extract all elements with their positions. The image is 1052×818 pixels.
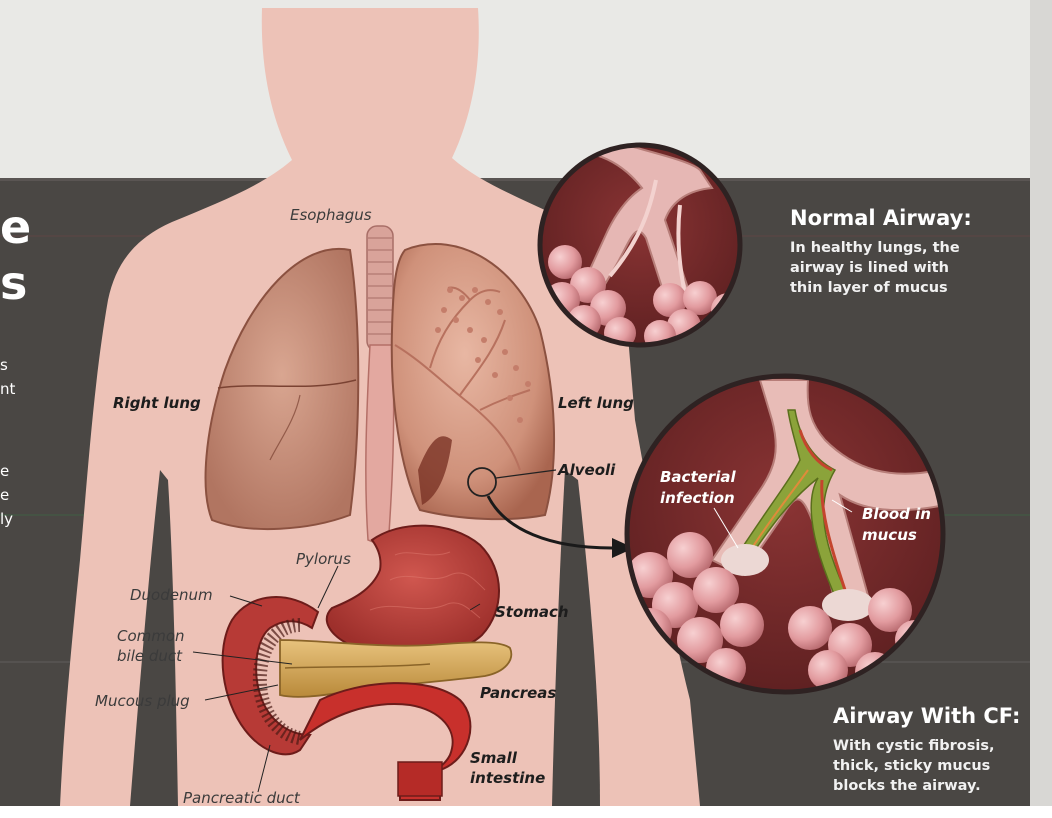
label-small-intestine-line-2: intestine [470,769,545,787]
cropped-body-line-1: s [0,356,8,374]
cropped-heading-line-2: s [0,256,27,310]
label-common-bile-duct-line-1: Common [117,627,185,645]
cropped-body-line-5: ly [0,510,13,528]
label-pancreatic-duct: Pancreatic duct [183,789,300,807]
label-bacterial-infection-line-1: Bacterial [660,468,736,486]
normal-airway-line: airway is lined with [790,258,960,278]
label-small-intestine-line-1: Small [470,749,517,767]
cf-airway-line: thick, sticky mucus [833,756,994,776]
cf-airway-line: blocks the airway. [833,776,994,796]
cf-airway-title: Airway With CF: [833,704,1020,728]
cropped-heading-line-1: e [0,200,31,254]
label-pancreas: Pancreas [480,684,556,702]
label-blood-in-mucus-line-1: Blood in [862,505,931,523]
label-left-lung: Left lung [558,394,634,412]
cropped-body-line-4: e [0,486,9,504]
label-pylorus: Pylorus [296,550,351,568]
normal-airway-description: In healthy lungs, the airway is lined wi… [790,238,960,298]
normal-airway-title: Normal Airway: [790,206,972,230]
label-blood-in-mucus-line-2: mucus [862,526,917,544]
label-common-bile-duct-line-2: bile duct [117,647,182,665]
cf-airway-line: With cystic fibrosis, [833,736,994,756]
cropped-body-line-2: nt [0,380,15,398]
cf-airway-description: With cystic fibrosis, thick, sticky mucu… [833,736,994,796]
cropped-body-line-3: e [0,462,9,480]
normal-airway-line: thin layer of mucus [790,278,960,298]
label-esophagus: Esophagus [290,206,372,224]
label-duodenum: Duodenum [130,586,213,604]
label-bacterial-infection-line-2: infection [660,489,735,507]
label-alveoli: Alveoli [558,461,615,479]
label-mucous-plug: Mucous plug [95,692,190,710]
label-stomach: Stomach [495,603,569,621]
label-right-lung: Right lung [113,394,201,412]
normal-airway-line: In healthy lungs, the [790,238,960,258]
